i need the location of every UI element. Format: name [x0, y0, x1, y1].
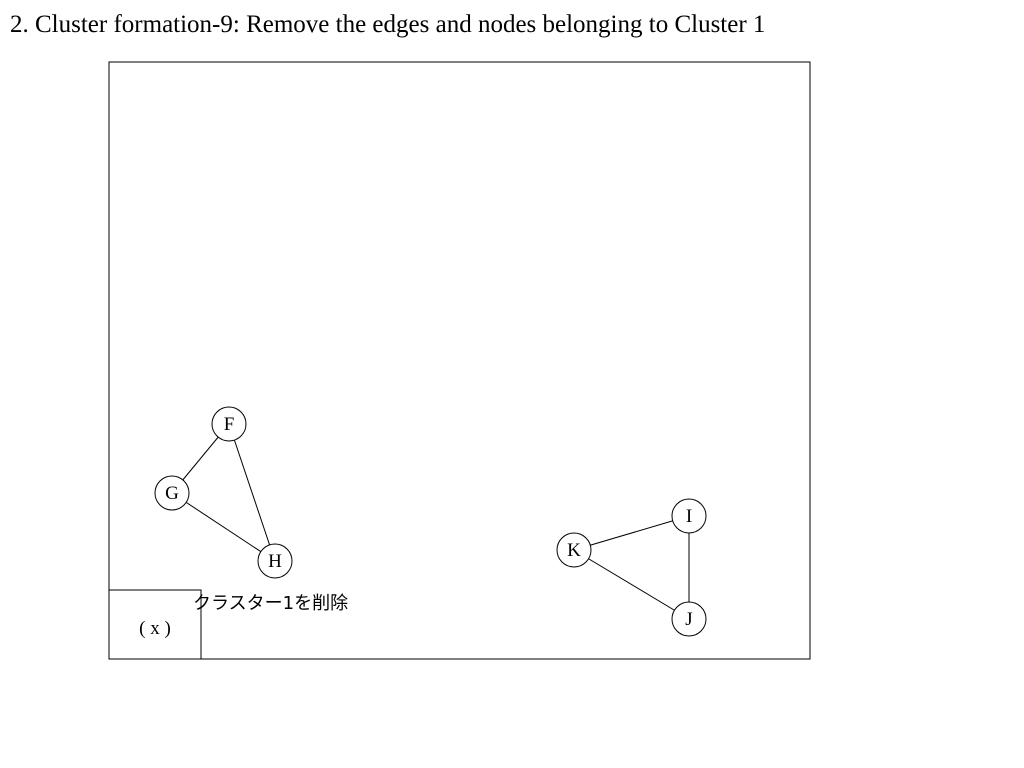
node-j[interactable]: J — [671, 601, 707, 637]
node-f[interactable]: F — [211, 406, 247, 442]
node-label: H — [268, 551, 282, 572]
edge-k-j — [573, 549, 690, 620]
edge-g-h — [171, 492, 276, 562]
page-title: 2. Cluster formation-9: Remove the edges… — [10, 11, 766, 38]
node-h[interactable]: H — [257, 543, 293, 579]
node-label: F — [224, 414, 235, 435]
node-circle — [211, 406, 247, 442]
x-box[interactable] — [108, 589, 202, 660]
node-circle — [556, 532, 592, 568]
node-label: G — [165, 483, 179, 504]
edge-k-i — [573, 515, 690, 551]
edges-layer — [171, 423, 690, 620]
nodes-layer: F G H I J K — [154, 406, 707, 637]
diagram-frame — [108, 61, 811, 660]
node-g[interactable]: G — [154, 475, 190, 511]
node-label: K — [567, 540, 581, 561]
node-circle — [671, 601, 707, 637]
node-circle — [671, 498, 707, 534]
remove-cluster-caption: クラスター1を削除 — [193, 593, 348, 614]
x-box-label: ( x ) — [139, 618, 171, 639]
node-label: J — [685, 609, 692, 630]
node-label: I — [686, 506, 692, 527]
node-k[interactable]: K — [556, 532, 592, 568]
edge-f-h — [228, 423, 276, 562]
node-circle — [257, 543, 293, 579]
node-i[interactable]: I — [671, 498, 707, 534]
node-circle — [154, 475, 190, 511]
